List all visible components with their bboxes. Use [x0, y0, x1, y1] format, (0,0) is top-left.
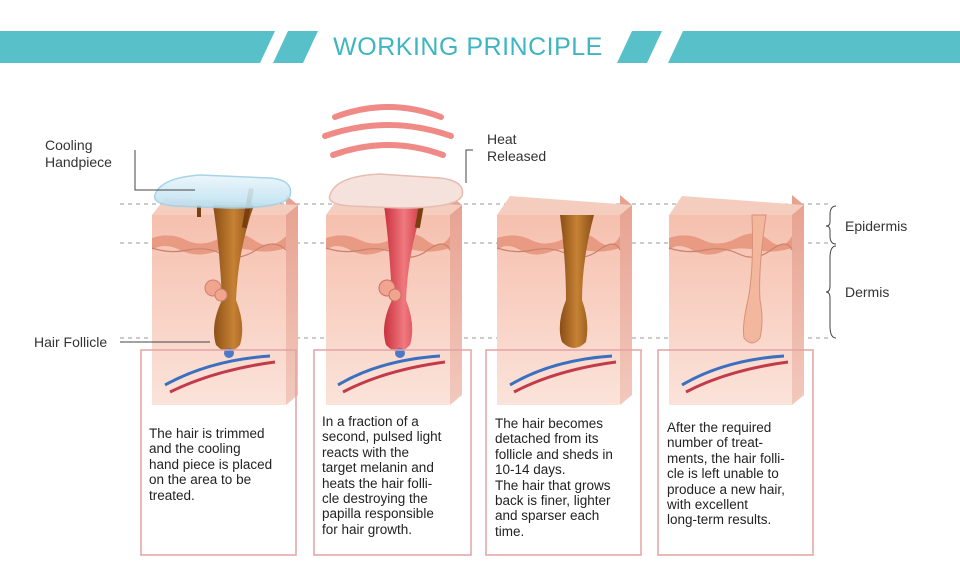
step-4-caption: After the required number of treat- ment… [667, 420, 785, 528]
label-hair-follicle: Hair Follicle [34, 334, 108, 350]
skin-block-2 [325, 173, 464, 405]
step-1-caption: The hair is trimmed and the cooling hand… [149, 426, 273, 503]
label-heat-released: Heat Released [487, 131, 547, 164]
heat-waves [322, 104, 454, 158]
hair-follicle-3 [559, 215, 594, 348]
label-epidermis: Epidermis [845, 218, 908, 234]
label-cooling-handpiece: Cooling Handpiece [45, 137, 112, 170]
caption-frames [140, 349, 814, 556]
label-pointers [120, 149, 837, 343]
skin-block-3 [496, 195, 632, 405]
label-dermis: Dermis [845, 284, 890, 300]
hair-follicle-1 [213, 205, 254, 352]
guide-lines [120, 203, 830, 339]
cooling-handpiece [153, 174, 292, 209]
empty-follicle [743, 214, 767, 344]
handpiece-2 [328, 173, 464, 209]
heated-follicle [384, 205, 424, 352]
header-banner [0, 31, 960, 63]
step-2-caption: In a fraction of a second, pulsed light … [322, 414, 442, 537]
step-3-caption: The hair becomes detached from its folli… [495, 416, 613, 539]
page-title: WORKING PRINCIPLE [333, 33, 603, 61]
skin-block-4 [668, 195, 804, 405]
skin-block-1 [151, 174, 298, 405]
